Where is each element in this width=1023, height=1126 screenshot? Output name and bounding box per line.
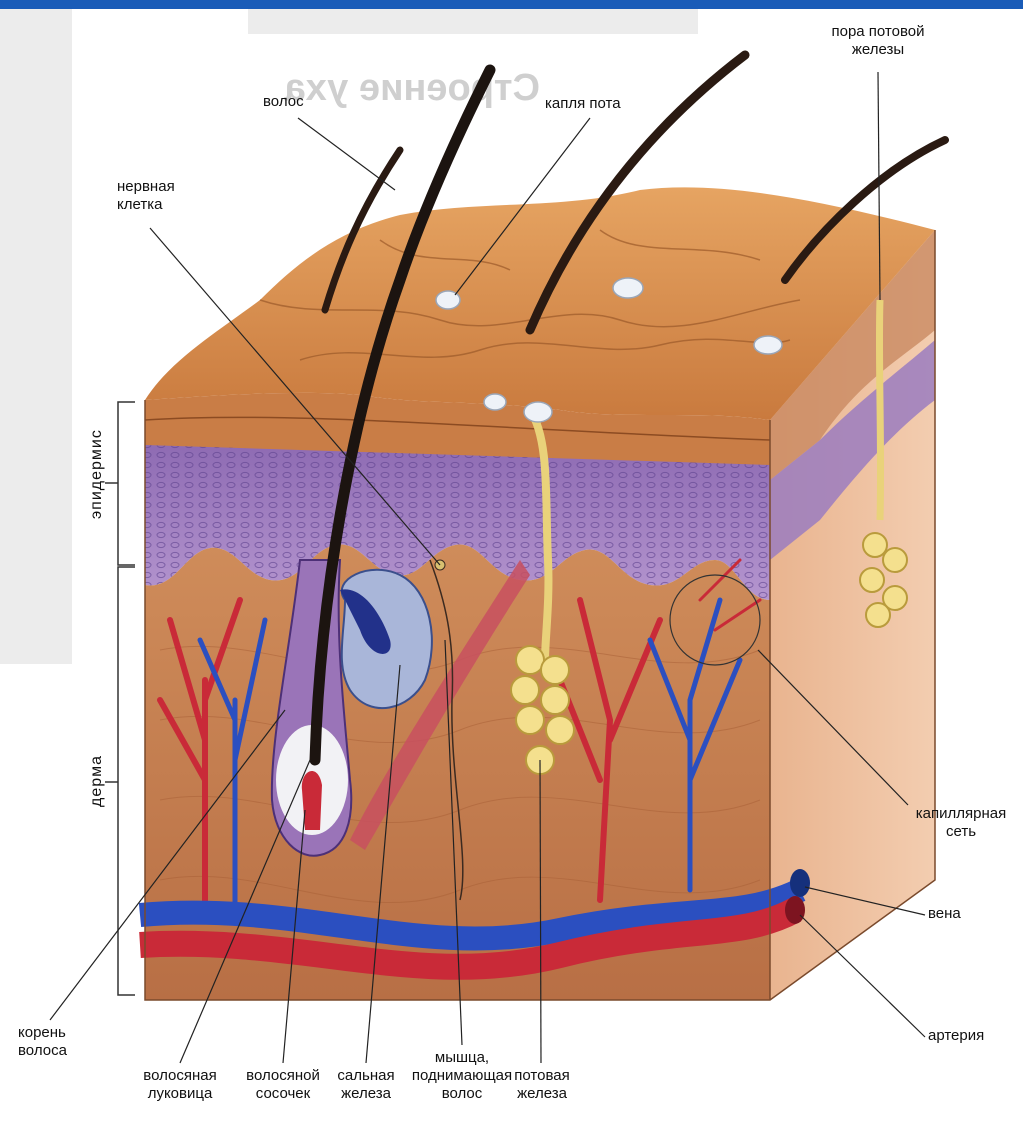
label-nerve-cell-line2: клетка bbox=[117, 196, 175, 214]
label-sweat-pore-line2: железы bbox=[815, 41, 941, 59]
label-muscle-line3: волос bbox=[402, 1085, 522, 1103]
label-hair-root-line2: волоса bbox=[18, 1042, 67, 1060]
label-hair: волос bbox=[263, 93, 304, 111]
label-hair-root: корень волоса bbox=[18, 1024, 67, 1060]
label-nerve-cell-line1: нервная bbox=[117, 178, 175, 196]
label-sweat-gland-line1: потовая bbox=[506, 1067, 578, 1085]
label-sweat-pore: пора потовой железы bbox=[815, 23, 941, 59]
label-sweat-drop: капля пота bbox=[545, 95, 621, 113]
label-sebaceous-gland: сальная железа bbox=[326, 1067, 406, 1103]
label-sebaceous-line1: сальная bbox=[326, 1067, 406, 1085]
label-hair-bulb: волосяная луковица bbox=[130, 1067, 230, 1103]
label-hair-papilla: волосяной сосочек bbox=[233, 1067, 333, 1103]
vein-opening bbox=[790, 869, 810, 897]
label-hair-papilla-line1: волосяной bbox=[233, 1067, 333, 1085]
label-artery: артерия bbox=[928, 1027, 984, 1045]
label-hair-bulb-line1: волосяная bbox=[130, 1067, 230, 1085]
label-sweat-gland-line2: железа bbox=[506, 1085, 578, 1103]
label-hair-papilla-line2: сосочек bbox=[233, 1085, 333, 1103]
label-sebaceous-line2: железа bbox=[326, 1085, 406, 1103]
dermis-section-label: дерма bbox=[88, 751, 106, 811]
label-muscle-line2: поднимающая bbox=[402, 1067, 522, 1085]
ghost-title: Строение уха bbox=[284, 67, 540, 109]
label-hair-bulb-line2: луковица bbox=[130, 1085, 230, 1103]
epidermis-section-label: эпидермис bbox=[88, 439, 106, 519]
label-arrector-muscle: мышца, поднимающая волос bbox=[402, 1049, 522, 1103]
ghost-background-text: Строение уха bbox=[284, 67, 540, 109]
hair-papilla-shape bbox=[302, 771, 322, 830]
section-brackets bbox=[105, 402, 135, 995]
label-nerve-cell: нервная клетка bbox=[117, 178, 175, 214]
label-muscle-line1: мышца, bbox=[402, 1049, 522, 1067]
label-sweat-gland: потовая железа bbox=[506, 1067, 578, 1103]
label-vein: вена bbox=[928, 905, 961, 923]
label-capillary-line1: капиллярная bbox=[905, 805, 1017, 823]
label-hair-root-line1: корень bbox=[18, 1024, 67, 1042]
label-sweat-pore-line1: пора потовой bbox=[815, 23, 941, 41]
label-capillary-network: капиллярная сеть bbox=[905, 805, 1017, 841]
artery-opening bbox=[785, 896, 805, 924]
label-capillary-line2: сеть bbox=[905, 823, 1017, 841]
side-sweat-duct bbox=[879, 300, 880, 520]
